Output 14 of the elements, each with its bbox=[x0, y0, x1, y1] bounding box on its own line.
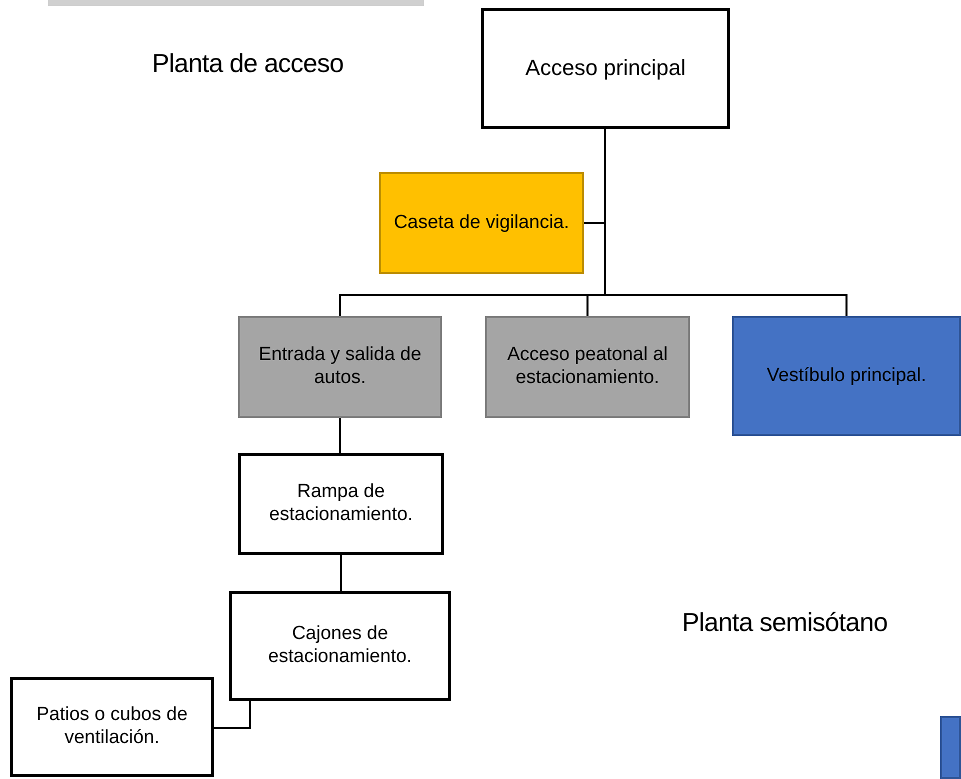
connector-line bbox=[339, 418, 341, 453]
connector-line bbox=[214, 701, 251, 729]
process-box: Patios o cubos de ventilación. bbox=[10, 677, 214, 777]
process-box: Acceso peatonal al estacionamiento. bbox=[485, 316, 690, 418]
process-box: Vestíbulo principal. bbox=[732, 316, 961, 436]
connector-line bbox=[340, 555, 342, 591]
process-box: Rampa de estacionamiento. bbox=[238, 453, 444, 555]
process-box: Cajones de estacionamiento. bbox=[229, 591, 451, 701]
process-box: Acceso principal bbox=[481, 8, 730, 129]
box-shape bbox=[940, 716, 961, 779]
process-box: Entrada y salida de autos. bbox=[238, 316, 442, 418]
section-heading: Planta de acceso bbox=[152, 48, 344, 79]
process-box: Caseta de vigilancia. bbox=[379, 172, 584, 274]
section-heading: Planta semisótano bbox=[682, 607, 888, 638]
